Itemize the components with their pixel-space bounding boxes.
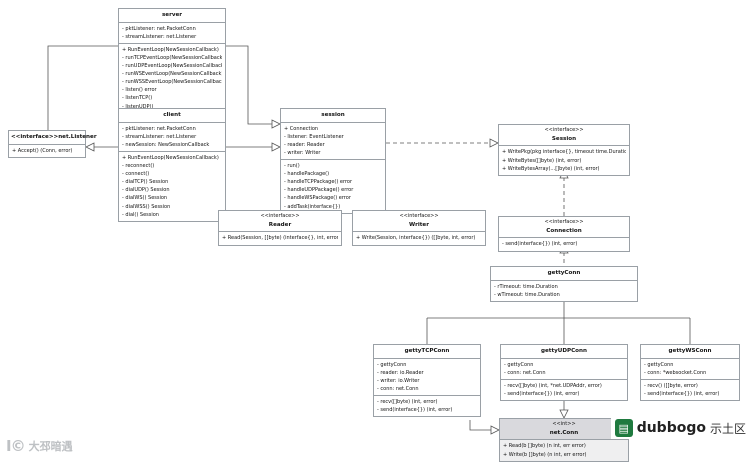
class-gettyconn[interactable]: gettyConn - rTimeout: time.Duration - wT…	[490, 266, 638, 302]
interface-net-conn[interactable]: <<int>> net.Conn + Read(b []byte) (n int…	[499, 418, 629, 462]
class-gettyudpconn-fields: - gettyConn - conn: net.Conn	[501, 359, 627, 380]
class-gettyudpconn-header: gettyUDPConn	[501, 345, 627, 359]
watermark-logo: I© 大邳暗遇	[6, 437, 73, 455]
interface-reader-header: <<interface>> Reader	[219, 211, 341, 233]
interface-reader[interactable]: <<interface>> Reader + Read(Session, []b…	[218, 210, 342, 246]
class-gettyconn-fields: - rTimeout: time.Duration - wTimeout: ti…	[494, 283, 560, 298]
interface-reader-methods: + Read(Session, []byte) (interface{}, in…	[222, 235, 338, 242]
class-gettyudpconn-methods: - recv([]byte) (int, *net.UDPAddr, error…	[504, 382, 602, 397]
class-gettyudpconn[interactable]: gettyUDPConn - gettyConn - conn: net.Con…	[500, 344, 628, 402]
class-server-fields: - pktListener: net.PacketConn - streamLi…	[119, 23, 225, 44]
interface-connection[interactable]: <<interface>> Connection - send(interfac…	[498, 216, 630, 252]
class-session-fields: + Connection - listener: EventListener -…	[281, 123, 385, 161]
interface-connection-methods: - send(interface{}) (int, error)	[502, 241, 578, 248]
class-server-header: server	[119, 9, 225, 23]
class-session-methods: - run() - handlePackage() - handleTCPPac…	[284, 163, 354, 210]
class-gettywsconn[interactable]: gettyWSConn - gettyConn - conn: *websock…	[640, 344, 740, 402]
interface-net-conn-methods: + Read(b []byte) (n int, err error) + Wr…	[503, 443, 587, 458]
class-client-methods: + RunEventLoop(NewSessionCallback) - rec…	[122, 154, 219, 218]
interface-connection-header: <<interface>> Connection	[499, 217, 629, 239]
interface-net-listener[interactable]: <<interface>>net.Listener + Accept() (Co…	[8, 130, 97, 158]
interface-writer-header: <<interface>> Writer	[353, 211, 485, 233]
class-server[interactable]: server - pktListener: net.PacketConn - s…	[118, 8, 226, 114]
class-client-header: client	[119, 109, 225, 123]
class-client[interactable]: client - pktListener: net.PacketConn - s…	[118, 108, 226, 222]
badge-icon: ▤	[614, 419, 633, 437]
interface-session-header: <<interface>> Session	[499, 125, 629, 147]
class-gettywsconn-fields: - gettyConn - conn: *websocket.Conn	[641, 359, 739, 380]
class-gettytcpconn-fields: - gettyConn - reader: io.Reader - writer…	[374, 359, 480, 397]
interface-net-conn-header: <<int>> net.Conn	[500, 419, 628, 441]
class-gettywsconn-methods: - recv() ([]byte, error) - send(interfac…	[644, 382, 720, 397]
class-client-fields: - pktListener: net.PacketConn - streamLi…	[119, 123, 225, 152]
class-gettytcpconn-header: gettyTCPConn	[374, 345, 480, 359]
interface-writer[interactable]: <<interface>> Writer + Write(Session, in…	[352, 210, 486, 246]
watermark-badge: ▤ dubbogo 示土区	[610, 417, 750, 439]
interface-session[interactable]: <<interface>> Session + WritePkg(pkg int…	[498, 124, 630, 176]
interface-session-methods: + WritePkg(pkg interface{}, timeout time…	[502, 149, 626, 172]
class-gettyconn-header: gettyConn	[491, 267, 637, 281]
class-gettytcpconn-methods: - recv([]byte) (int, error) - send(inter…	[377, 399, 453, 414]
class-session-header: session	[281, 109, 385, 123]
class-server-methods: + RunEventLoop(NewSessionCallback) - run…	[122, 46, 222, 110]
class-session[interactable]: session + Connection - listener: EventLi…	[280, 108, 386, 214]
class-gettywsconn-header: gettyWSConn	[641, 345, 739, 359]
interface-writer-methods: + Write(Session, interface{}) ([]byte, i…	[356, 235, 476, 242]
interface-net-listener-methods: + Accept() (Conn, error)	[12, 147, 73, 154]
interface-net-listener-header: <<interface>>net.Listener	[9, 131, 97, 145]
class-gettytcpconn[interactable]: gettyTCPConn - gettyConn - reader: io.Re…	[373, 344, 481, 418]
